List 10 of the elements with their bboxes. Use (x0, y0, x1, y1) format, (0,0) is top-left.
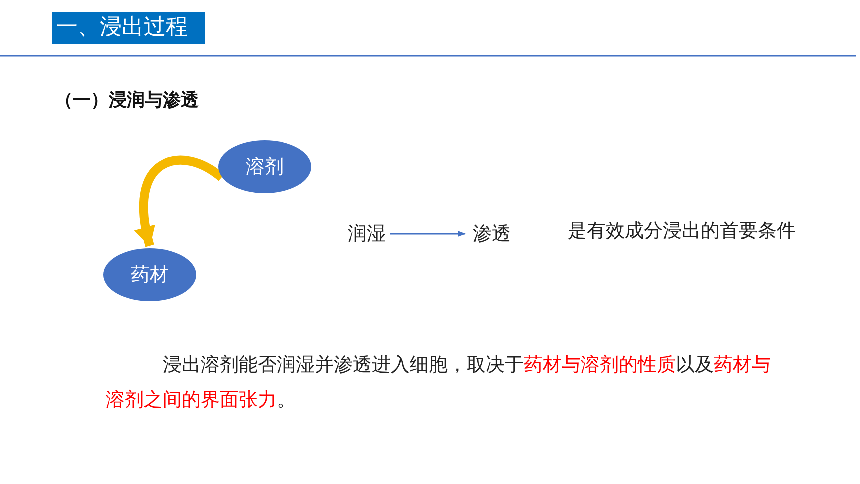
title-banner: 一、浸出过程 (52, 12, 205, 44)
term-text: 润湿 (348, 222, 386, 246)
arrow (390, 231, 466, 237)
section-heading: （一）浸润与渗透 (55, 89, 199, 112)
curved-arrow (135, 156, 224, 247)
ellipse-node: 药材 (103, 248, 197, 302)
ellipse-node: 溶剂 (218, 140, 312, 194)
term-text: 渗透 (473, 222, 511, 246)
body-paragraph: 浸出溶剂能否润湿并渗透进入细胞，取决于药材与溶剂的性质以及药材与溶剂之间的界面张力。 (106, 353, 772, 413)
note-text: 是有效成分浸出的首要条件 (568, 219, 796, 244)
